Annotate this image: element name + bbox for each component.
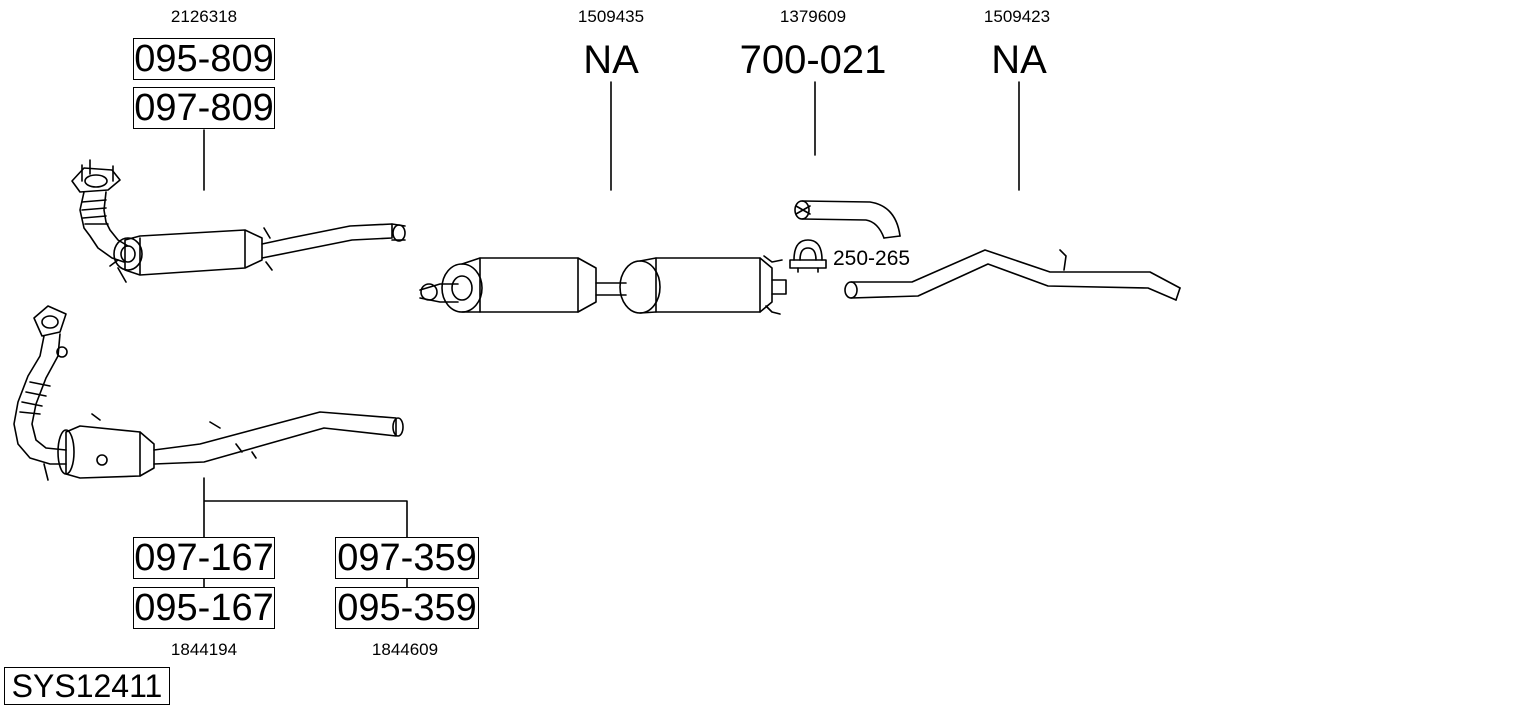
front-silencer-part-2126318[interactable]	[71, 159, 406, 283]
part-code-box-g6-a[interactable]: 097-359	[335, 537, 479, 579]
catalytic-converter-part-1844194[interactable]	[13, 305, 404, 481]
clamp-code[interactable]: 250-265	[833, 247, 911, 270]
ref-number-g6: 1844609	[371, 640, 439, 659]
ref-number-g5: 1844194	[170, 640, 238, 659]
part-code-g4[interactable]: NA	[991, 38, 1047, 82]
ref-number-g1: 2126318	[170, 7, 238, 26]
part-code-g3[interactable]: 700-021	[739, 38, 887, 82]
part-code-box-g5-a[interactable]: 097-167	[133, 537, 275, 579]
ref-number-g4: 1509423	[983, 7, 1051, 26]
ref-number-g2: 1509435	[577, 7, 645, 26]
part-code-box-g1-b[interactable]: 097-809	[133, 87, 275, 129]
part-code-box-g1-a[interactable]: 095-809	[133, 38, 275, 80]
rear-silencer-part-1509435[interactable]	[419, 255, 787, 315]
part-code-box-g6-b[interactable]: 095-359	[335, 587, 479, 629]
ref-number-g3: 1379609	[779, 7, 847, 26]
part-code-box-g5-b[interactable]: 095-167	[133, 587, 275, 629]
tail-pipe-part-1379609[interactable]	[794, 200, 901, 239]
clamp-part-250-265[interactable]	[789, 239, 827, 273]
intermediate-pipe-part-1509423[interactable]	[844, 249, 1181, 301]
system-id-box: SYS12411	[4, 667, 170, 705]
leader-line-g5-g6	[203, 477, 408, 538]
part-code-g2[interactable]: NA	[583, 38, 639, 82]
